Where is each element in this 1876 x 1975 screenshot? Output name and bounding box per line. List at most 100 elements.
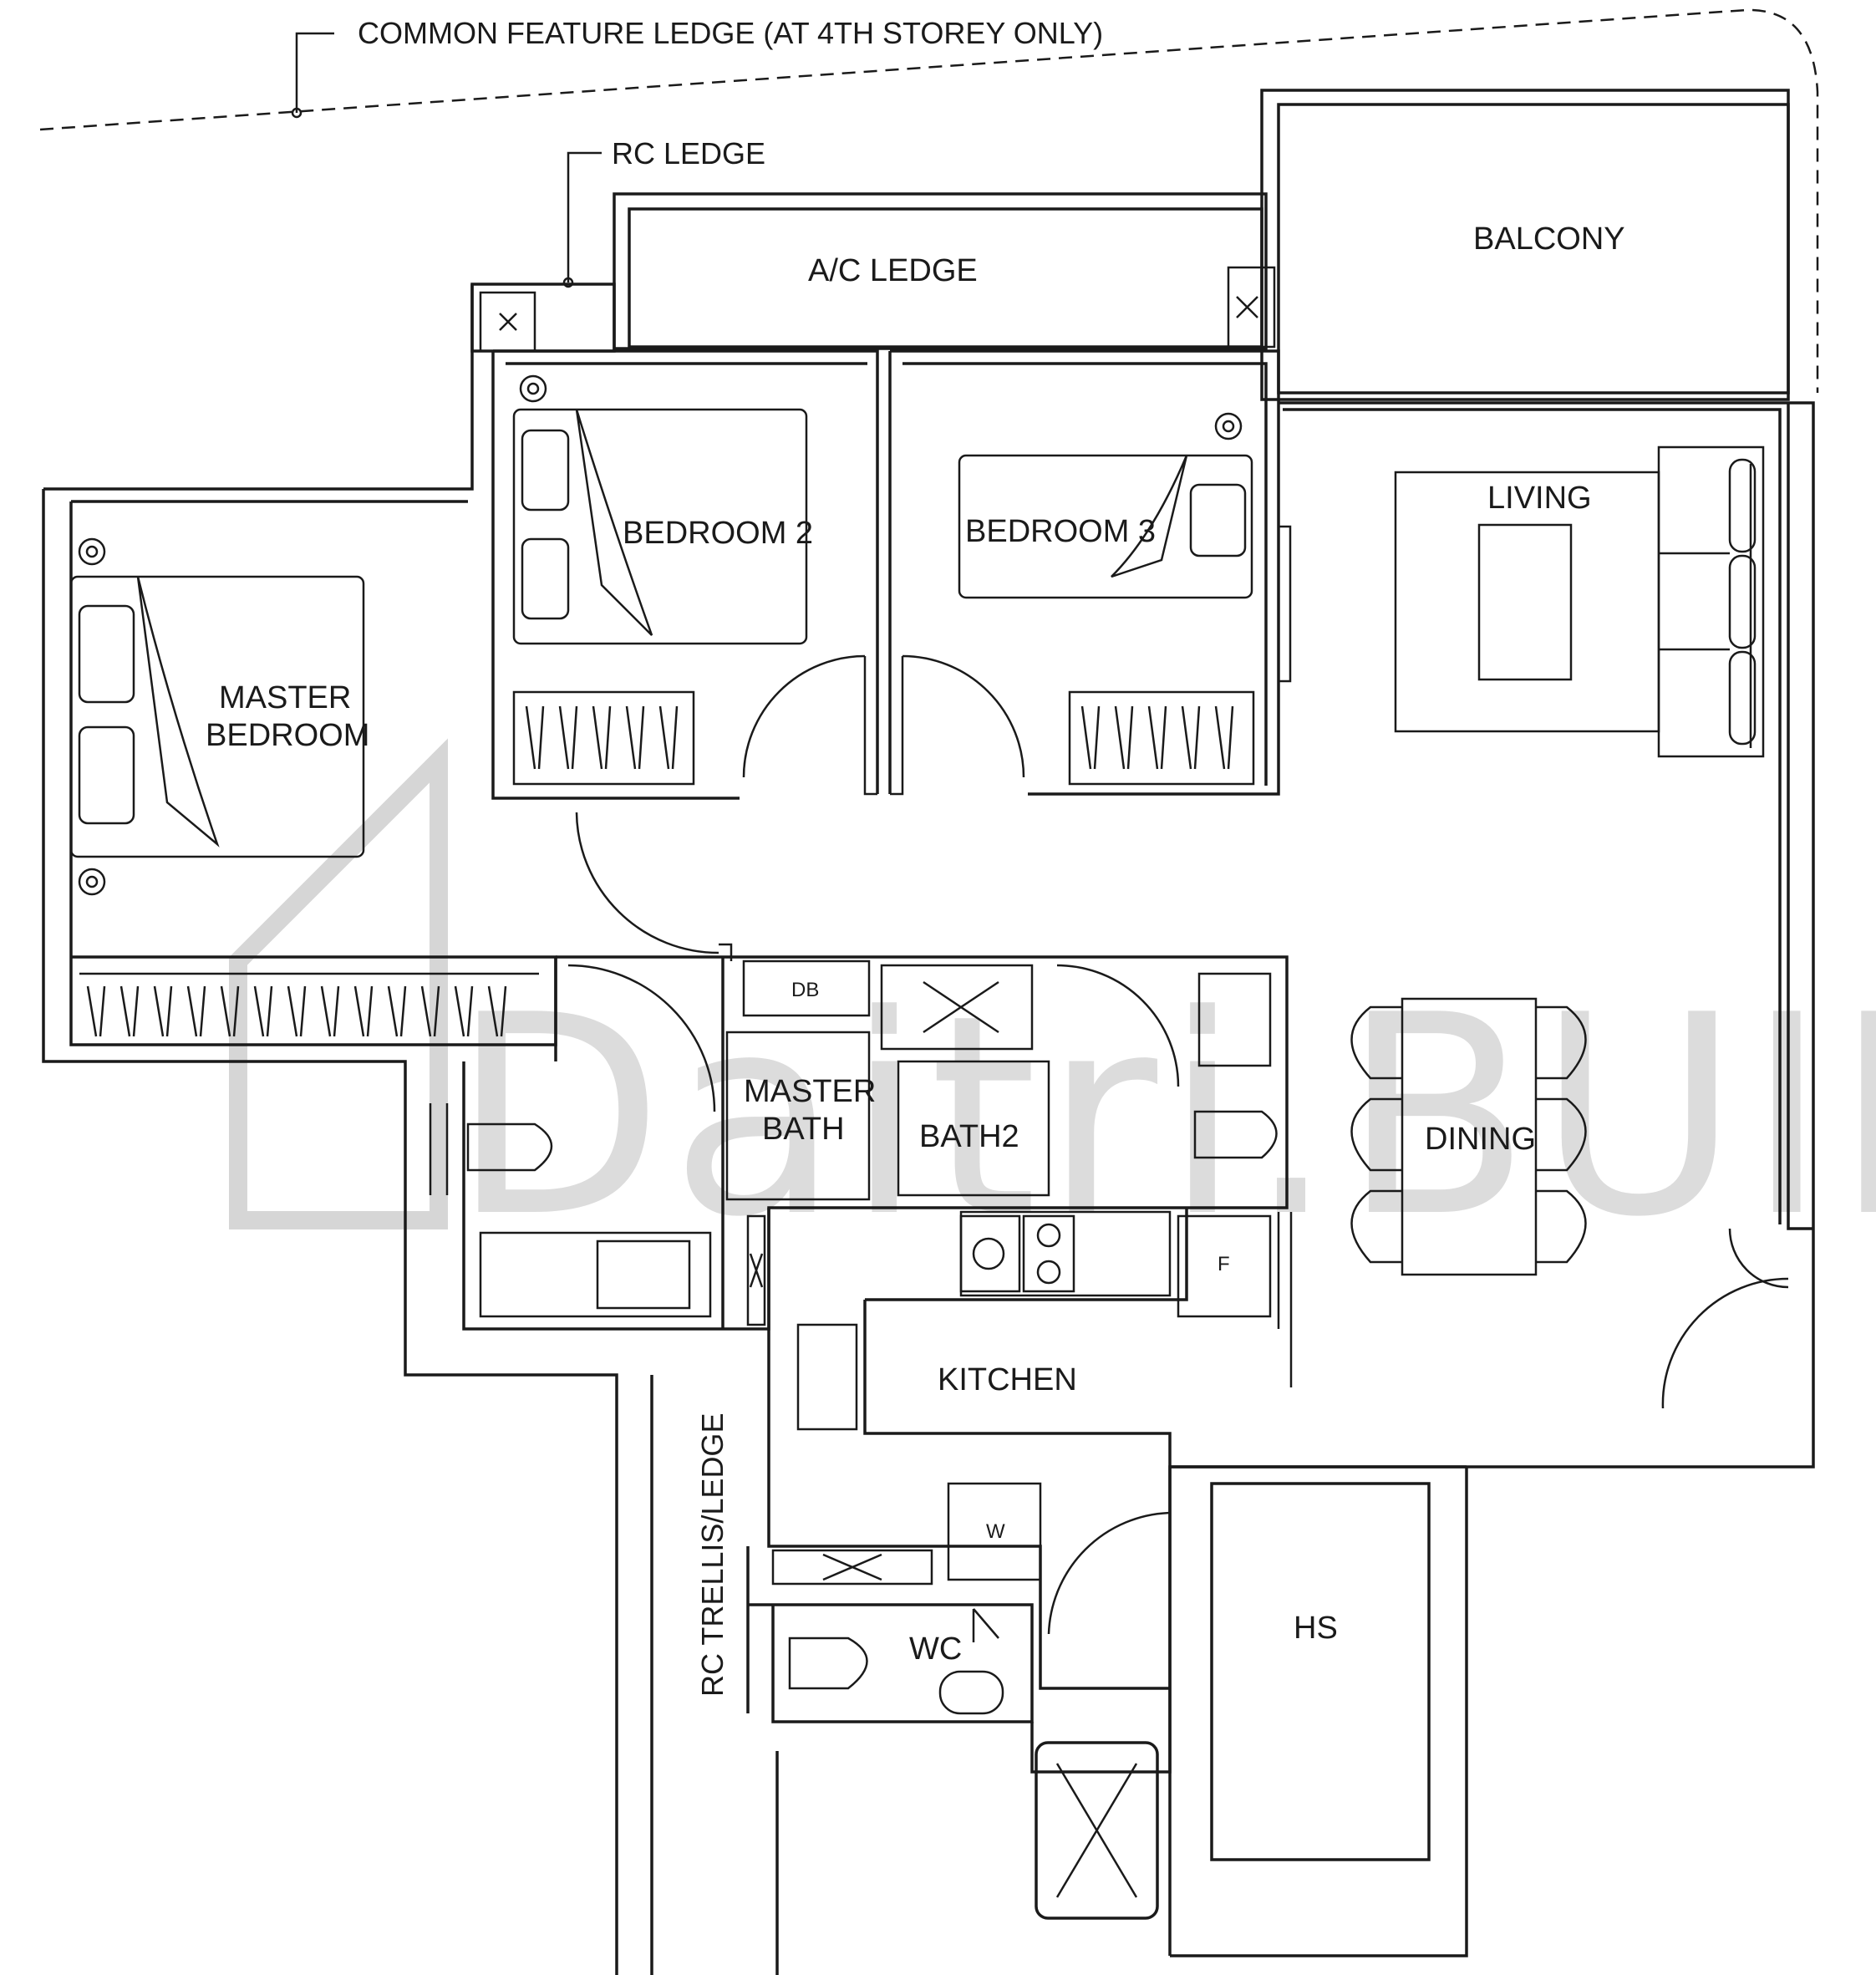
common-feature-ledge-label: COMMON FEATURE LEDGE (AT 4TH STOREY ONLY… <box>358 16 1103 50</box>
rc-trellis-ledge: RC TRELLIS/LEDGE <box>650 1375 779 1975</box>
ac-ledge-inner-wall <box>628 207 1263 349</box>
door-frame <box>890 656 904 796</box>
ac-unit-cross-icon <box>499 313 517 331</box>
dining-chair <box>1536 1097 1587 1172</box>
master-bed <box>69 575 365 858</box>
dining-chair <box>1350 1005 1402 1080</box>
db-box <box>742 960 871 1017</box>
kitchen-sliding-door <box>1277 1212 1293 1387</box>
rc-ledge-leader <box>567 151 602 283</box>
master-bedroom-door-swing <box>575 812 719 954</box>
ceiling-light-icon-inner <box>85 545 99 558</box>
hob-burner-icon <box>972 1237 1005 1270</box>
fridge-label: F <box>1218 1253 1230 1275</box>
wc-door-mark <box>972 1608 999 1642</box>
pillow <box>521 537 570 620</box>
bedroom-2-door-swing <box>742 654 866 778</box>
hs-room <box>1210 1482 1431 1861</box>
rc-trellis-ledge-label: RC TRELLIS/LEDGE <box>695 1413 730 1697</box>
main-outline <box>42 284 618 1975</box>
ceiling-light-icon-inner <box>1222 420 1235 433</box>
living-inner-wall <box>1283 408 1782 1224</box>
master-bath-toilet <box>466 1122 553 1172</box>
bedroom-2: BEDROOM 2 <box>491 349 879 800</box>
balcony-inner-wall <box>1277 103 1790 394</box>
washer-label: W <box>986 1520 1005 1543</box>
watermark: Daitri.BUILD <box>229 738 1876 1277</box>
pillow <box>1189 483 1247 557</box>
rc-ledge-label: RC LEDGE <box>612 136 765 171</box>
living: LIVING <box>1277 445 1765 758</box>
wc-toilet <box>788 1637 868 1690</box>
wc-walls <box>746 1546 1034 1723</box>
living-wall-panel <box>1277 525 1292 683</box>
dining-label: DINING <box>1425 1122 1536 1157</box>
ceiling-light-icon <box>78 868 106 896</box>
ceiling-light-icon-inner <box>526 382 540 395</box>
ac-unit-box <box>1227 266 1276 349</box>
bath-block: DB MASTER BATH BATH2 <box>429 955 1289 1331</box>
bath2-label: BATH2 <box>919 1119 1019 1154</box>
sofa <box>1657 445 1765 758</box>
hs-walls <box>1030 1465 1467 1774</box>
kitchen-walls <box>767 1208 1188 1690</box>
bedroom-2-blanket-fold <box>575 409 653 636</box>
coffee-table <box>1477 523 1573 681</box>
master-bath-sink <box>596 1239 691 1310</box>
watermark-text: Daitri.BUILD <box>451 956 1876 1277</box>
db-label: DB <box>791 979 819 1001</box>
ledge-leader-dot <box>291 107 302 119</box>
door-frame <box>863 656 877 796</box>
master-bedroom-label-line2: BEDROOM <box>206 718 369 753</box>
kitchen-window <box>746 1214 766 1326</box>
master-bath-door-swing <box>567 964 716 1112</box>
entrance-door-swing <box>1661 1277 1789 1409</box>
kitchen-window-x <box>749 1253 764 1288</box>
master-bedroom-label-line1: MASTER <box>219 680 351 715</box>
bedroom-2-label: BEDROOM 2 <box>623 516 813 551</box>
bath2-toilet <box>1193 1110 1278 1159</box>
master-bedroom: MASTER BEDROOM <box>69 537 733 1037</box>
kitchen-shower <box>771 1549 933 1586</box>
master-wardrobe-hangers <box>79 972 539 1037</box>
bath2-sink <box>1197 972 1272 1067</box>
master-bath-label-line1: MASTER <box>744 1074 876 1109</box>
wardrobe-hangers <box>525 705 679 770</box>
bedroom-3-bed <box>958 454 1253 599</box>
sofa-cushion <box>1728 458 1757 553</box>
fridge-box <box>1177 1214 1272 1318</box>
ledge-dashed-outline <box>39 8 1819 393</box>
ac-unit-cross-icon <box>1236 296 1258 318</box>
bedroom-2-wardrobe <box>512 690 695 786</box>
sofa-cushion <box>1728 650 1757 746</box>
bath2-shower-cross-icon <box>923 980 999 1034</box>
pillow <box>78 604 135 704</box>
hs-label: HS <box>1294 1611 1338 1646</box>
master-bath-label-line2: BATH <box>762 1112 845 1147</box>
rc-ledge-annotation: RC LEDGE <box>562 136 765 288</box>
master-blanket-fold <box>136 576 220 848</box>
bedroom-2-bed <box>512 408 808 645</box>
common-feature-ledge: COMMON FEATURE LEDGE (AT 4TH STOREY ONLY… <box>39 8 1819 393</box>
dining-chair <box>1350 1189 1402 1264</box>
kitchen: F KITCHEN W <box>746 1208 1293 1690</box>
bedroom-3-wardrobe <box>1068 690 1255 786</box>
bath2-door-swing <box>1056 964 1180 1087</box>
service-shaft-cross-icon <box>1055 1763 1138 1898</box>
bedroom-2-walls <box>491 349 879 800</box>
balcony-label: BALCONY <box>1473 221 1625 257</box>
dining-table <box>1401 997 1538 1276</box>
stove-left-zone <box>959 1214 1021 1293</box>
master-bath-window <box>429 1103 449 1195</box>
dining-chair <box>1350 1097 1402 1172</box>
ac-ledge-outer-wall <box>613 192 1268 350</box>
bath2-frame <box>897 1060 1050 1197</box>
pillow <box>521 429 570 512</box>
sofa-cushion <box>1728 554 1757 649</box>
pillow <box>78 725 135 825</box>
entrance-door-leaf <box>1728 1228 1789 1289</box>
ceiling-light-icon-inner <box>85 875 99 888</box>
dining: DINING <box>1350 997 1789 1409</box>
wc-label: WC <box>909 1631 962 1667</box>
bath2-shower <box>880 964 1034 1051</box>
